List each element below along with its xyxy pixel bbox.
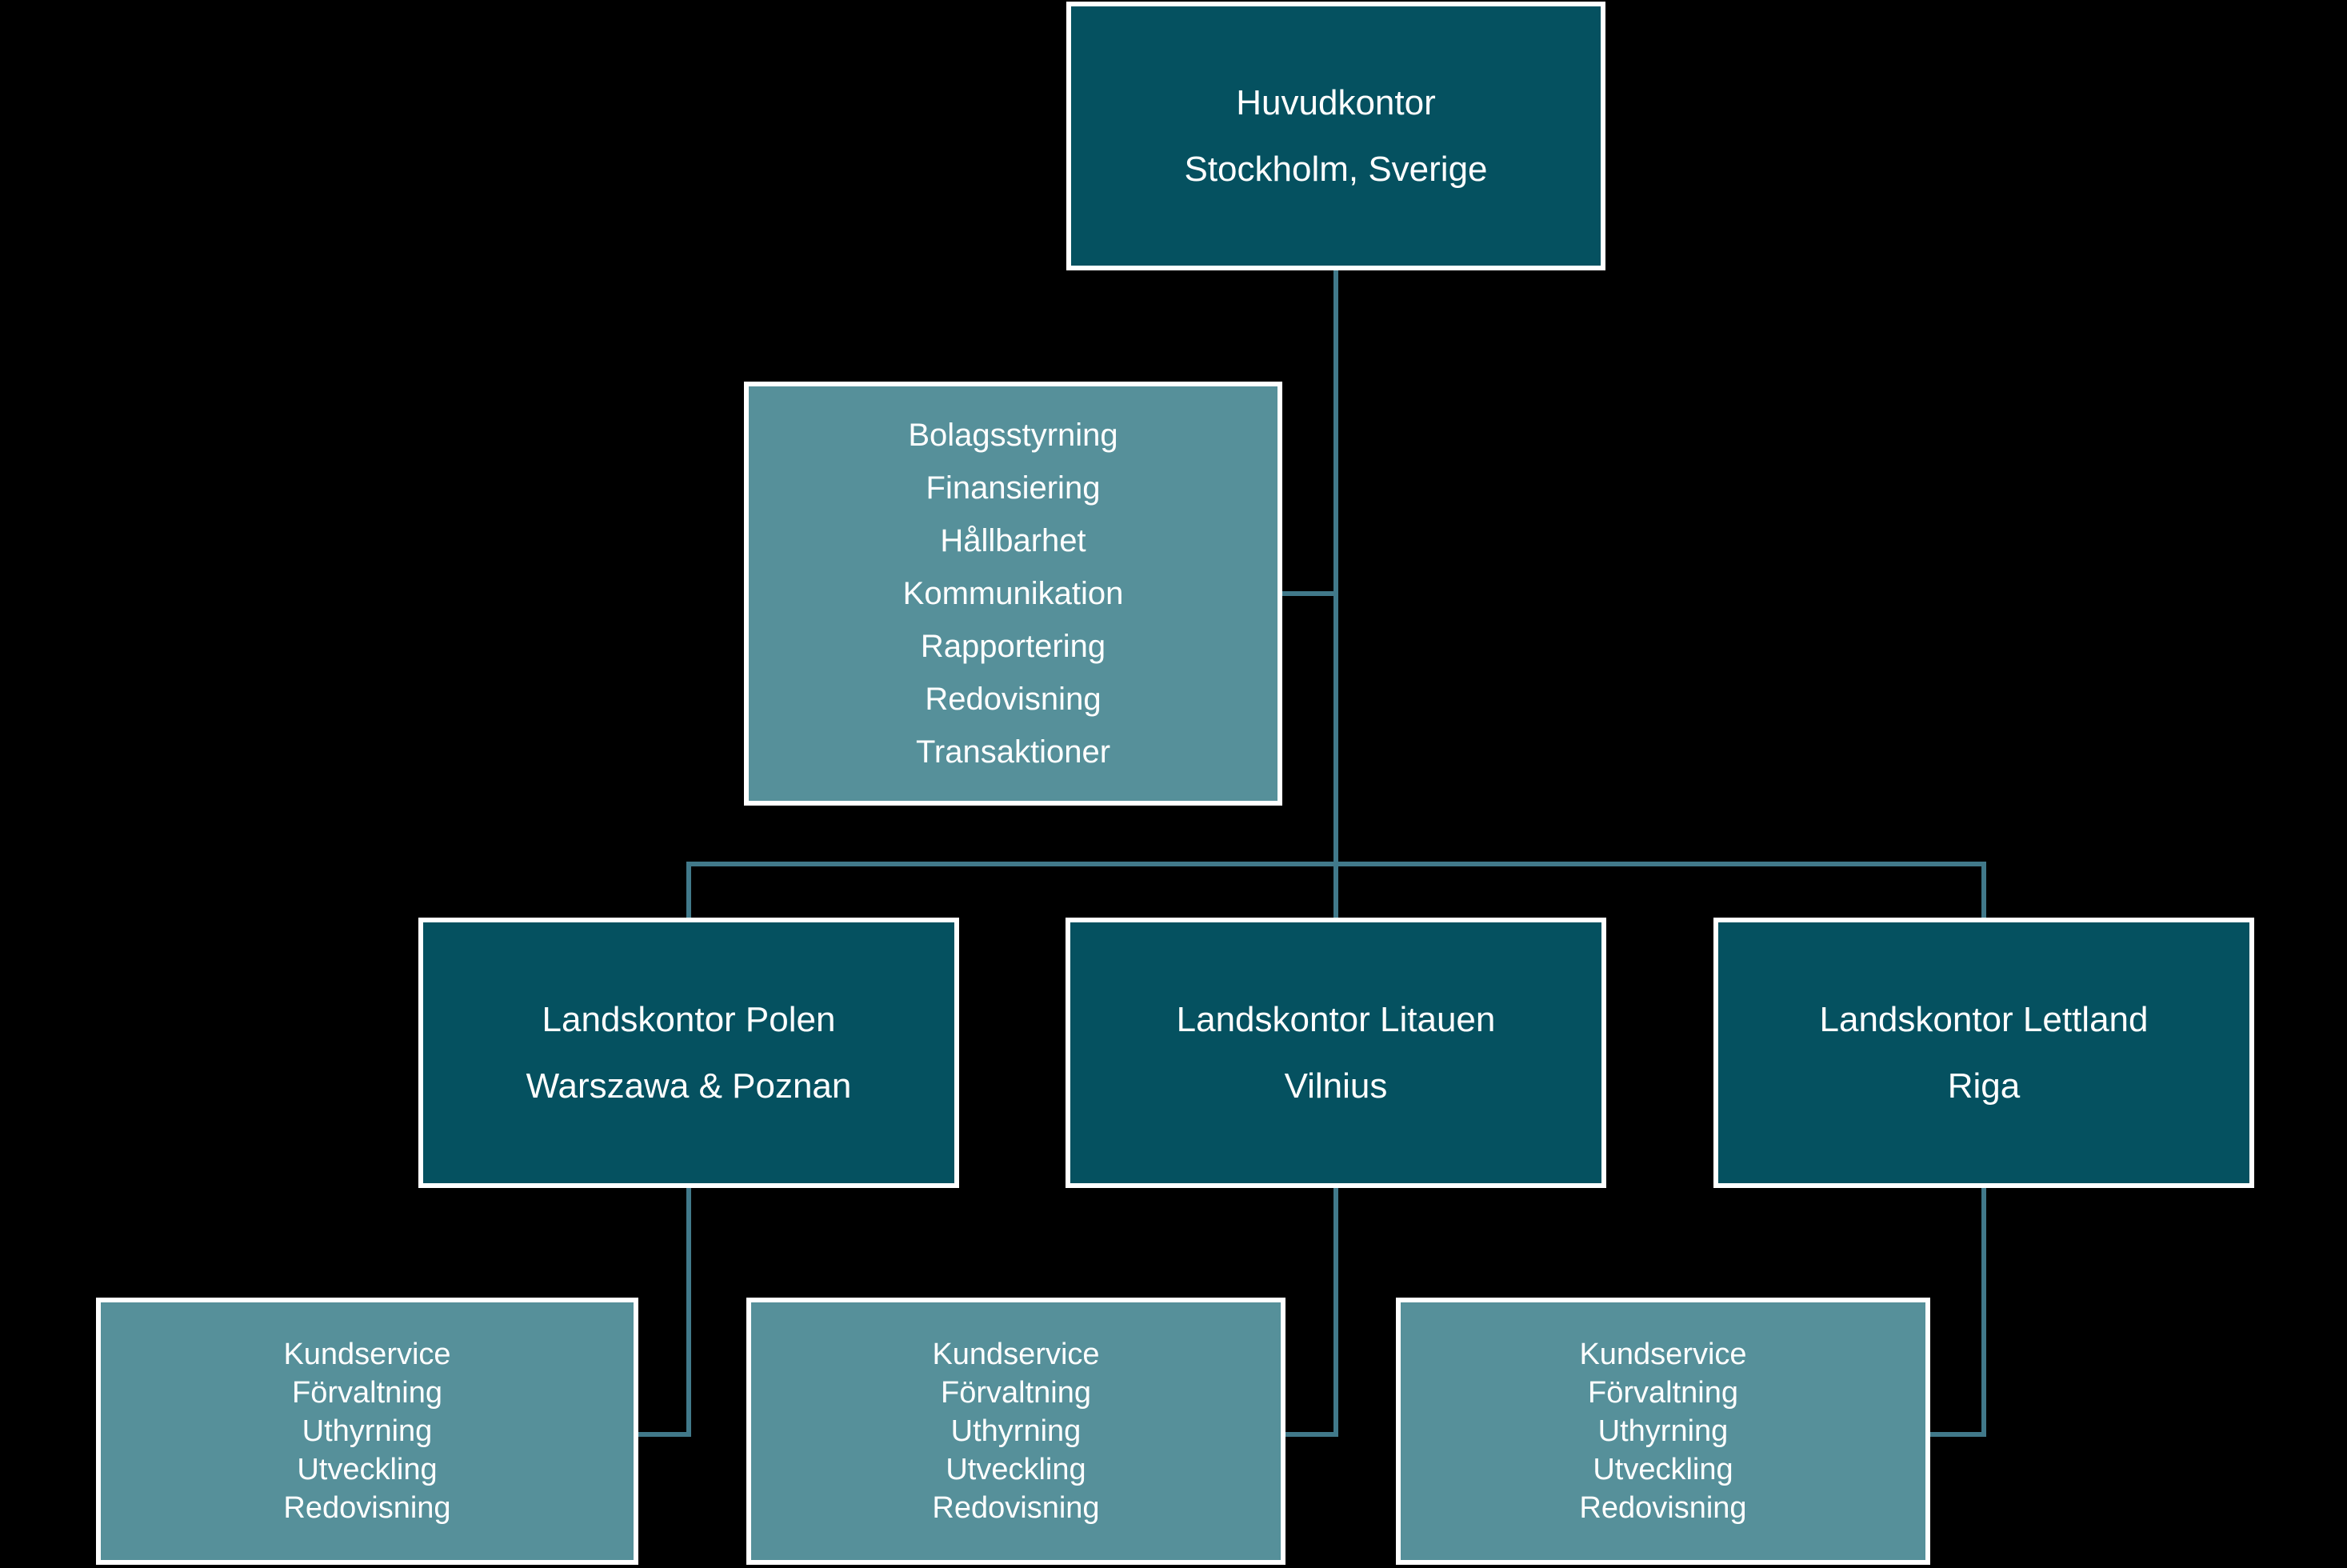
country-office-title: Landskontor Lettland <box>1819 1000 2149 1039</box>
connector-elbow-poland-horizontal <box>638 1432 691 1437</box>
connector-elbow-latvia-vertical <box>1981 1188 1986 1437</box>
staff-function-item: Hållbarhet <box>940 523 1086 558</box>
country-office-location: Warszawa & Poznan <box>526 1066 852 1106</box>
staff-function-item: Transaktioner <box>915 734 1111 770</box>
node-country-office-latvia: Landskontor Lettland Riga <box>1713 918 2254 1188</box>
node-operations-poland: Kundservice Förvaltning Uthyrning Utveck… <box>96 1298 638 1565</box>
country-office-location: Riga <box>1947 1066 2021 1106</box>
operations-item: Förvaltning <box>292 1376 442 1410</box>
operations-item: Förvaltning <box>1588 1376 1738 1410</box>
operations-item: Uthyrning <box>950 1414 1082 1448</box>
operations-item: Uthyrning <box>1597 1414 1729 1448</box>
connector-drop-poland <box>686 866 691 918</box>
staff-function-item: Bolagsstyrning <box>908 418 1118 453</box>
country-office-title: Landskontor Polen <box>542 1000 836 1039</box>
connector-elbow-latvia-horizontal <box>1930 1432 1986 1437</box>
operations-item: Kundservice <box>932 1338 1100 1371</box>
node-staff-functions: Bolagsstyrning Finansiering Hållbarhet K… <box>744 382 1282 806</box>
node-country-office-lithuania: Landskontor Litauen Vilnius <box>1066 918 1606 1188</box>
country-office-location: Vilnius <box>1284 1066 1388 1106</box>
node-headquarters: Huvudkontor Stockholm, Sverige <box>1066 2 1605 270</box>
operations-item: Redovisning <box>1579 1491 1747 1525</box>
headquarters-location: Stockholm, Sverige <box>1184 150 1488 189</box>
staff-function-item: Kommunikation <box>902 576 1124 611</box>
connector-drop-latvia <box>1981 866 1986 918</box>
connector-elbow-lithuania-horizontal <box>1285 1432 1338 1437</box>
connector-elbow-poland-vertical <box>686 1188 691 1437</box>
connector-distribution-line <box>686 862 1986 866</box>
operations-item: Kundservice <box>1579 1338 1747 1371</box>
node-country-office-poland: Landskontor Polen Warszawa & Poznan <box>418 918 959 1188</box>
operations-item: Uthyrning <box>302 1414 433 1448</box>
connector-elbow-lithuania-vertical <box>1333 1188 1338 1437</box>
connector-trunk <box>1333 270 1338 918</box>
operations-item: Utveckling <box>946 1453 1086 1486</box>
country-office-title: Landskontor Litauen <box>1176 1000 1496 1039</box>
staff-function-item: Finansiering <box>926 470 1101 506</box>
headquarters-title: Huvudkontor <box>1236 83 1436 122</box>
operations-item: Kundservice <box>283 1338 451 1371</box>
operations-item: Förvaltning <box>941 1376 1091 1410</box>
connector-staff-stub <box>1282 591 1333 596</box>
operations-item: Redovisning <box>932 1491 1100 1525</box>
operations-item: Redovisning <box>283 1491 451 1525</box>
operations-item: Utveckling <box>1593 1453 1733 1486</box>
staff-function-item: Rapportering <box>920 629 1106 664</box>
node-operations-latvia: Kundservice Förvaltning Uthyrning Utveck… <box>1396 1298 1930 1565</box>
staff-function-item: Redovisning <box>925 682 1102 717</box>
operations-item: Utveckling <box>297 1453 438 1486</box>
node-operations-lithuania: Kundservice Förvaltning Uthyrning Utveck… <box>746 1298 1285 1565</box>
